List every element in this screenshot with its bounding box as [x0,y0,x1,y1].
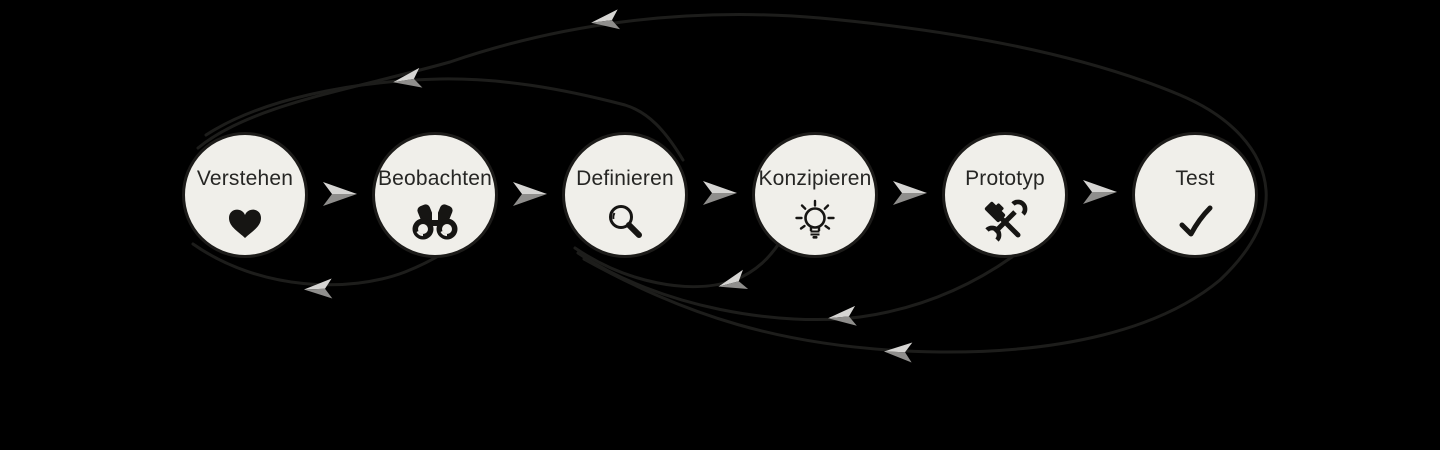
step-label: Definieren [576,167,674,190]
arrowhead-to-verstehen-top [393,67,423,88]
feedback-curve-konzipieren-definieren [573,240,782,289]
forward-arrow-3 [703,181,737,205]
step-label: Konzipieren [758,167,872,190]
step-test: Test [1132,132,1258,258]
step-label: Verstehen [196,167,294,190]
forward-chevrons [323,180,1117,206]
step-konzipieren: Konzipieren [752,132,878,258]
forward-arrow-2 [513,182,547,206]
forward-arrow-1 [323,182,357,206]
feedback-curve-prototyp-definieren [576,251,1014,322]
magnifier-icon [609,205,642,238]
arrowhead-to-verstehen-top-large [591,9,621,30]
binoculars-icon [412,204,458,240]
forward-arrow-5 [1083,180,1117,204]
step-definieren: Definieren [562,132,688,258]
tools-icon [984,199,1028,242]
feedback-curve-test-loop [196,13,1268,354]
forward-arrow-4 [893,181,927,205]
lightbulb-icon [795,199,835,239]
step-label: Prototyp [965,167,1045,190]
step-prototyp: Prototyp [942,132,1068,258]
step-label: Beobachten [377,167,493,190]
arrowhead-to-verstehen-bottom [304,278,333,299]
step-beobachten: Beobachten [372,132,498,258]
heart-icon [229,209,261,238]
step-verstehen: Verstehen [182,132,308,258]
check-icon [1179,205,1213,237]
feedback-curve-definieren-verstehen [204,77,685,162]
step-label: Test [1175,167,1215,190]
